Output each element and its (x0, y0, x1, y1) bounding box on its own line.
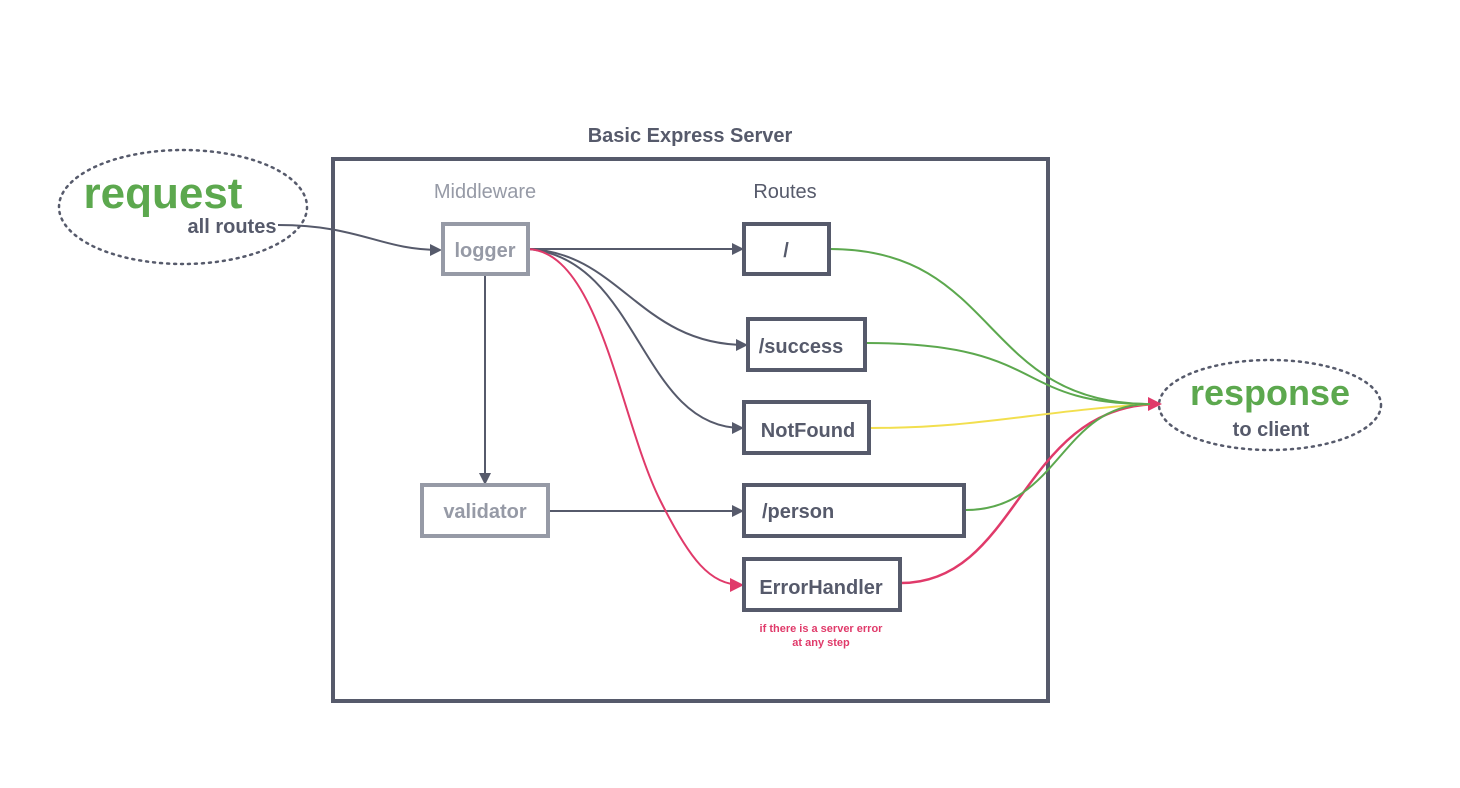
response-subtitle: to client (1233, 419, 1310, 441)
middleware-column-label: Middleware (434, 181, 536, 203)
validator-label: validator (443, 501, 527, 523)
request-to-logger-arrow (277, 224, 442, 256)
logger-to-success-arrow (527, 248, 748, 351)
route-success-label: /success (759, 336, 844, 358)
request-cloud (57, 148, 309, 266)
route-errorhandler-label: ErrorHandler (759, 577, 883, 599)
route-root-label: / (783, 240, 789, 262)
logger-to-errorhandler-arrow (527, 248, 744, 592)
server-title: Basic Express Server (588, 125, 793, 147)
route-notfound-box: NotFound (742, 400, 871, 455)
response-title: response (1190, 372, 1350, 413)
root-to-response-line (829, 248, 1151, 405)
route-errorhandler-box: ErrorHandler (742, 557, 902, 612)
logger-to-notfound-arrow (527, 248, 744, 434)
route-root-box: / (742, 222, 831, 276)
route-notfound-label: NotFound (761, 420, 855, 442)
validator-box: validator (420, 483, 550, 538)
route-person-box: /person (742, 483, 966, 538)
notfound-to-response-line (869, 403, 1151, 429)
logger-label: logger (454, 240, 515, 262)
route-person-label: /person (762, 501, 834, 523)
person-to-response-line (965, 403, 1151, 511)
routes-column-label: Routes (753, 181, 816, 203)
logger-box: logger (441, 222, 530, 276)
request-subtitle: all routes (188, 216, 277, 238)
response-cloud (1157, 358, 1383, 452)
error-note-line1: if there is a server error (760, 623, 884, 635)
error-note-line2: at any step (792, 637, 850, 649)
request-title: request (84, 169, 243, 218)
server-frame (331, 157, 1050, 703)
route-success-box: /success (746, 317, 867, 372)
success-to-response-line (865, 342, 1151, 405)
